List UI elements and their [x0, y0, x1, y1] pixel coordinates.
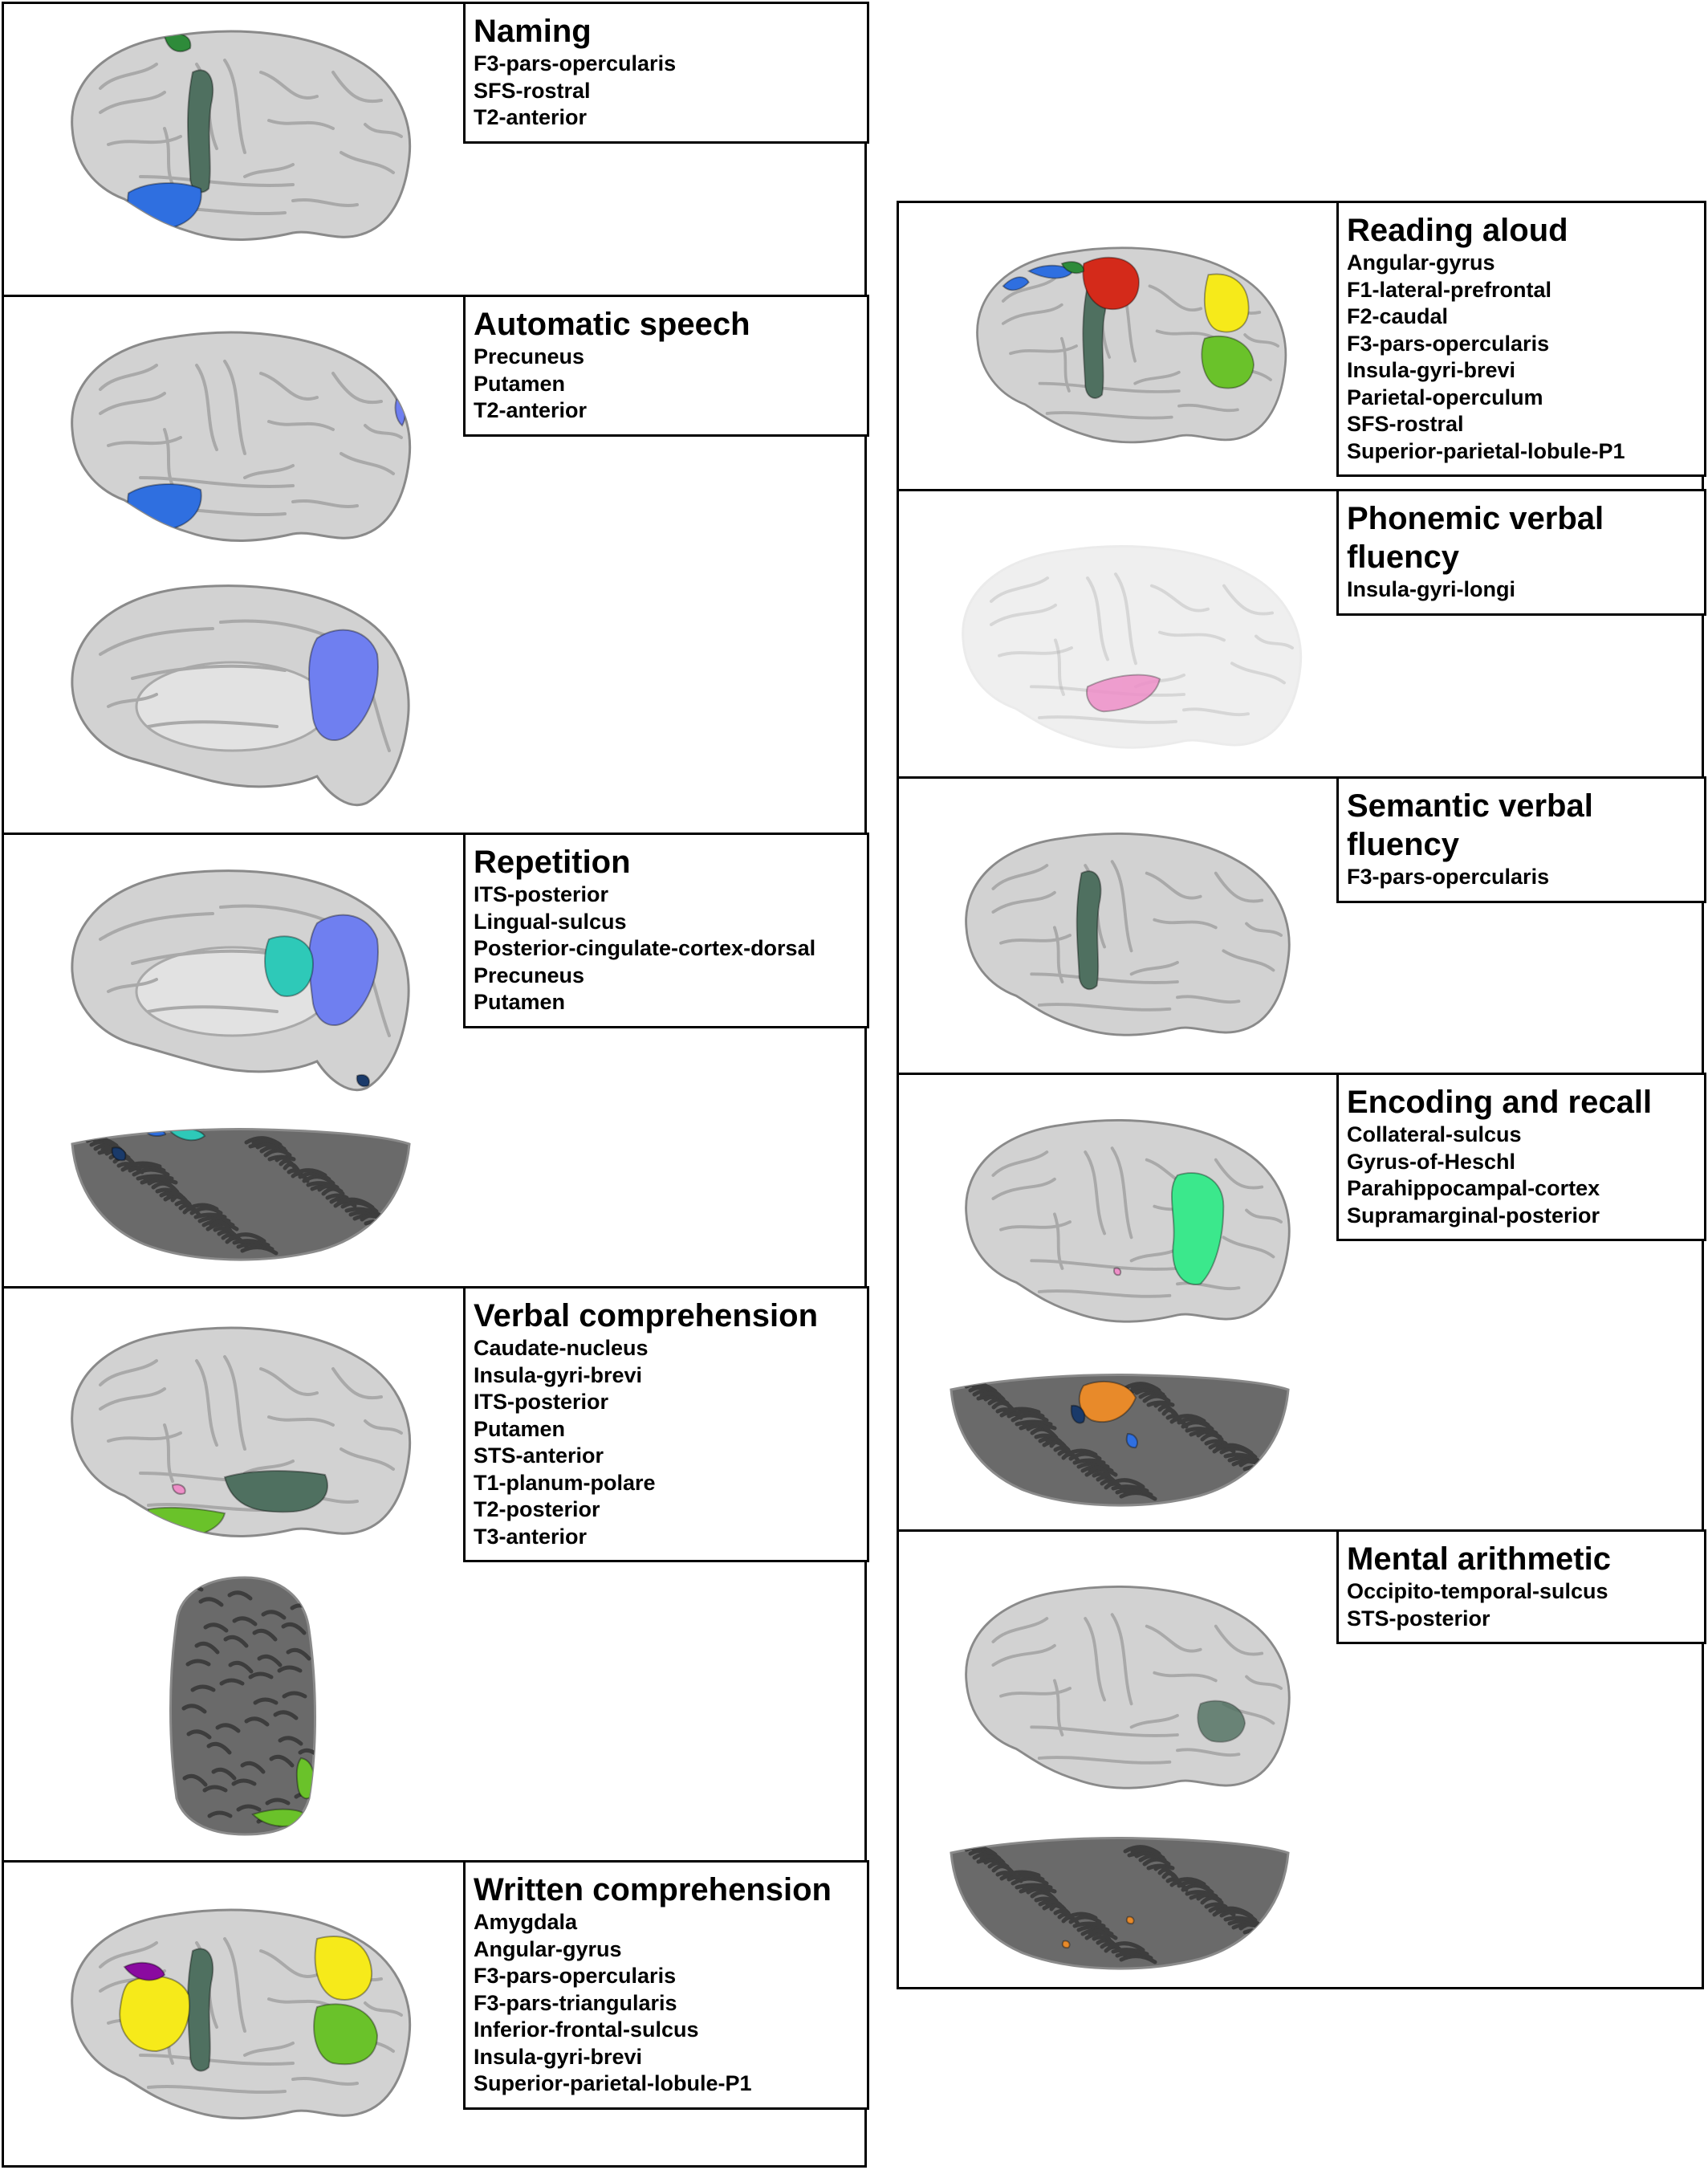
label-box-encoding-recall: Encoding and recall Collateral-sulcus Gy… [1336, 1073, 1706, 1241]
panel-title: Reading aloud [1347, 213, 1568, 248]
region-label: SFS-rostral [1347, 412, 1464, 436]
panel-title: Semantic verbal fluency [1347, 788, 1593, 862]
region-label: Putamen [474, 990, 566, 1014]
region-label: Inferior-frontal-sulcus [474, 2017, 699, 2042]
region-label: Angular-gyrus [1347, 250, 1495, 275]
region-label: Occipito-temporal-sulcus [1347, 1579, 1608, 1603]
region-label: F3-pars-triangularis [474, 1990, 677, 2015]
region-label: STS-posterior [1347, 1606, 1490, 1631]
region-label: Putamen [474, 1416, 566, 1441]
brain-frontal-verbal [169, 1576, 316, 1836]
panel-repetition: Repetition ITS-posterior Lingual-sulcus … [2, 833, 869, 1289]
region-label: Superior-parietal-lobule-P1 [474, 2071, 752, 2095]
panel-automatic-speech: Automatic speech Precuneus Putamen T2-an… [2, 295, 869, 835]
region-label: SFS-rostral [474, 78, 591, 103]
panel-written-comprehension: Written comprehension Amygdala Angular-g… [2, 1860, 869, 2168]
brain-lateral-semantic [965, 833, 1291, 1036]
region-label: F3-pars-opercularis [1347, 865, 1550, 889]
panel-semantic-fluency: Semantic verbal fluency F3-pars-opercula… [897, 776, 1706, 1075]
region-label: Lingual-sulcus [474, 909, 627, 934]
panel-title: Verbal comprehension [474, 1298, 819, 1333]
brain-ventral-mental [950, 1837, 1290, 1970]
region-label: Angular-gyrus [474, 1936, 622, 1961]
brain-medial-automatic [71, 584, 410, 807]
region-label: Insula-gyri-brevi [1347, 358, 1516, 382]
region-label: Putamen [474, 371, 566, 396]
region-label: Insula-gyri-longi [1347, 577, 1516, 601]
panel-naming: Naming F3-pars-opercularis SFS-rostral T… [2, 2, 869, 297]
label-box-semantic-fluency: Semantic verbal fluency F3-pars-opercula… [1336, 776, 1706, 903]
panel-reading-aloud: Reading aloud Angular-gyrus F1-lateral-p… [897, 201, 1706, 491]
label-box-verbal-comprehension: Verbal comprehension Caudate-nucleus Ins… [463, 1286, 869, 1562]
region-label: Amygdala [474, 1910, 578, 1934]
brain-lateral-naming [71, 30, 412, 241]
region-label: Precuneus [474, 344, 585, 368]
panel-encoding-recall: Encoding and recall Collateral-sulcus Gy… [897, 1073, 1706, 1532]
region-label: Parahippocampal-cortex [1347, 1176, 1600, 1200]
region-label: STS-anterior [474, 1443, 604, 1468]
panel-title: Encoding and recall [1347, 1085, 1653, 1120]
panel-title: Naming [474, 14, 592, 49]
brain-lateral-mental [965, 1586, 1291, 1789]
label-box-automatic-speech: Automatic speech Precuneus Putamen T2-an… [463, 295, 869, 437]
label-box-naming: Naming F3-pars-opercularis SFS-rostral T… [463, 2, 869, 144]
region-label: ITS-posterior [474, 882, 609, 906]
region-label: Caudate-nucleus [474, 1336, 649, 1360]
region-label: T1-planum-polare [474, 1470, 656, 1495]
region-label: ITS-posterior [474, 1390, 609, 1414]
region-label: F1-lateral-prefrontal [1347, 277, 1552, 302]
brain-lateral-verbal [71, 1326, 412, 1537]
brain-medial-repetition [71, 869, 410, 1092]
panel-verbal-comprehension: Verbal comprehension Caudate-nucleus Ins… [2, 1286, 869, 1863]
label-box-mental-arithmetic: Mental arithmetic Occipito-temporal-sulc… [1336, 1529, 1706, 1644]
region-label: T2-anterior [474, 105, 588, 129]
region-label: T2-anterior [474, 398, 588, 422]
region-label: F3-pars-opercularis [1347, 331, 1550, 356]
panel-title: Written comprehension [474, 1872, 832, 1907]
region-label: Parietal-operculum [1347, 385, 1543, 409]
region-label: Insula-gyri-brevi [474, 2044, 643, 2069]
brain-lateral-reading [976, 246, 1287, 444]
label-box-repetition: Repetition ITS-posterior Lingual-sulcus … [463, 833, 869, 1028]
brain-ventral-encoding [950, 1374, 1290, 1507]
label-box-written-comprehension: Written comprehension Amygdala Angular-g… [463, 1860, 869, 2110]
region-label: Superior-parietal-lobule-P1 [1347, 438, 1625, 463]
panel-title: Automatic speech [474, 307, 750, 342]
region-label: Insula-gyri-brevi [474, 1362, 643, 1387]
panel-phonemic-fluency: Phonemic verbal fluency Insula-gyri-long… [897, 489, 1706, 779]
brain-lateral-encoding [965, 1119, 1291, 1323]
region-label: Supramarginal-posterior [1347, 1203, 1600, 1227]
region-label: F3-pars-opercularis [474, 51, 677, 75]
region-label: Posterior-cingulate-cortex-dorsal [474, 936, 816, 960]
panel-title: Repetition [474, 845, 631, 880]
region-label: Collateral-sulcus [1347, 1122, 1522, 1146]
brain-lateral-written [71, 1908, 412, 2119]
label-box-reading-aloud: Reading aloud Angular-gyrus F1-lateral-p… [1336, 201, 1706, 477]
region-label: F2-caudal [1347, 304, 1449, 328]
region-label: Gyrus-of-Heschl [1347, 1149, 1516, 1174]
region-label: T3-anterior [474, 1524, 588, 1549]
brain-lateral-automatic [71, 331, 412, 542]
panel-mental-arithmetic: Mental arithmetic Occipito-temporal-sulc… [897, 1529, 1706, 1989]
panel-title: Phonemic verbal fluency [1347, 501, 1604, 575]
brain-transparent-phonemic [962, 545, 1303, 749]
region-label: T2-posterior [474, 1497, 600, 1521]
label-box-phonemic-fluency: Phonemic verbal fluency Insula-gyri-long… [1336, 489, 1706, 616]
region-label: F3-pars-opercularis [474, 1964, 677, 1988]
panel-title: Mental arithmetic [1347, 1541, 1611, 1577]
region-label: Precuneus [474, 963, 585, 987]
brain-ventral-repetition [71, 1128, 411, 1261]
